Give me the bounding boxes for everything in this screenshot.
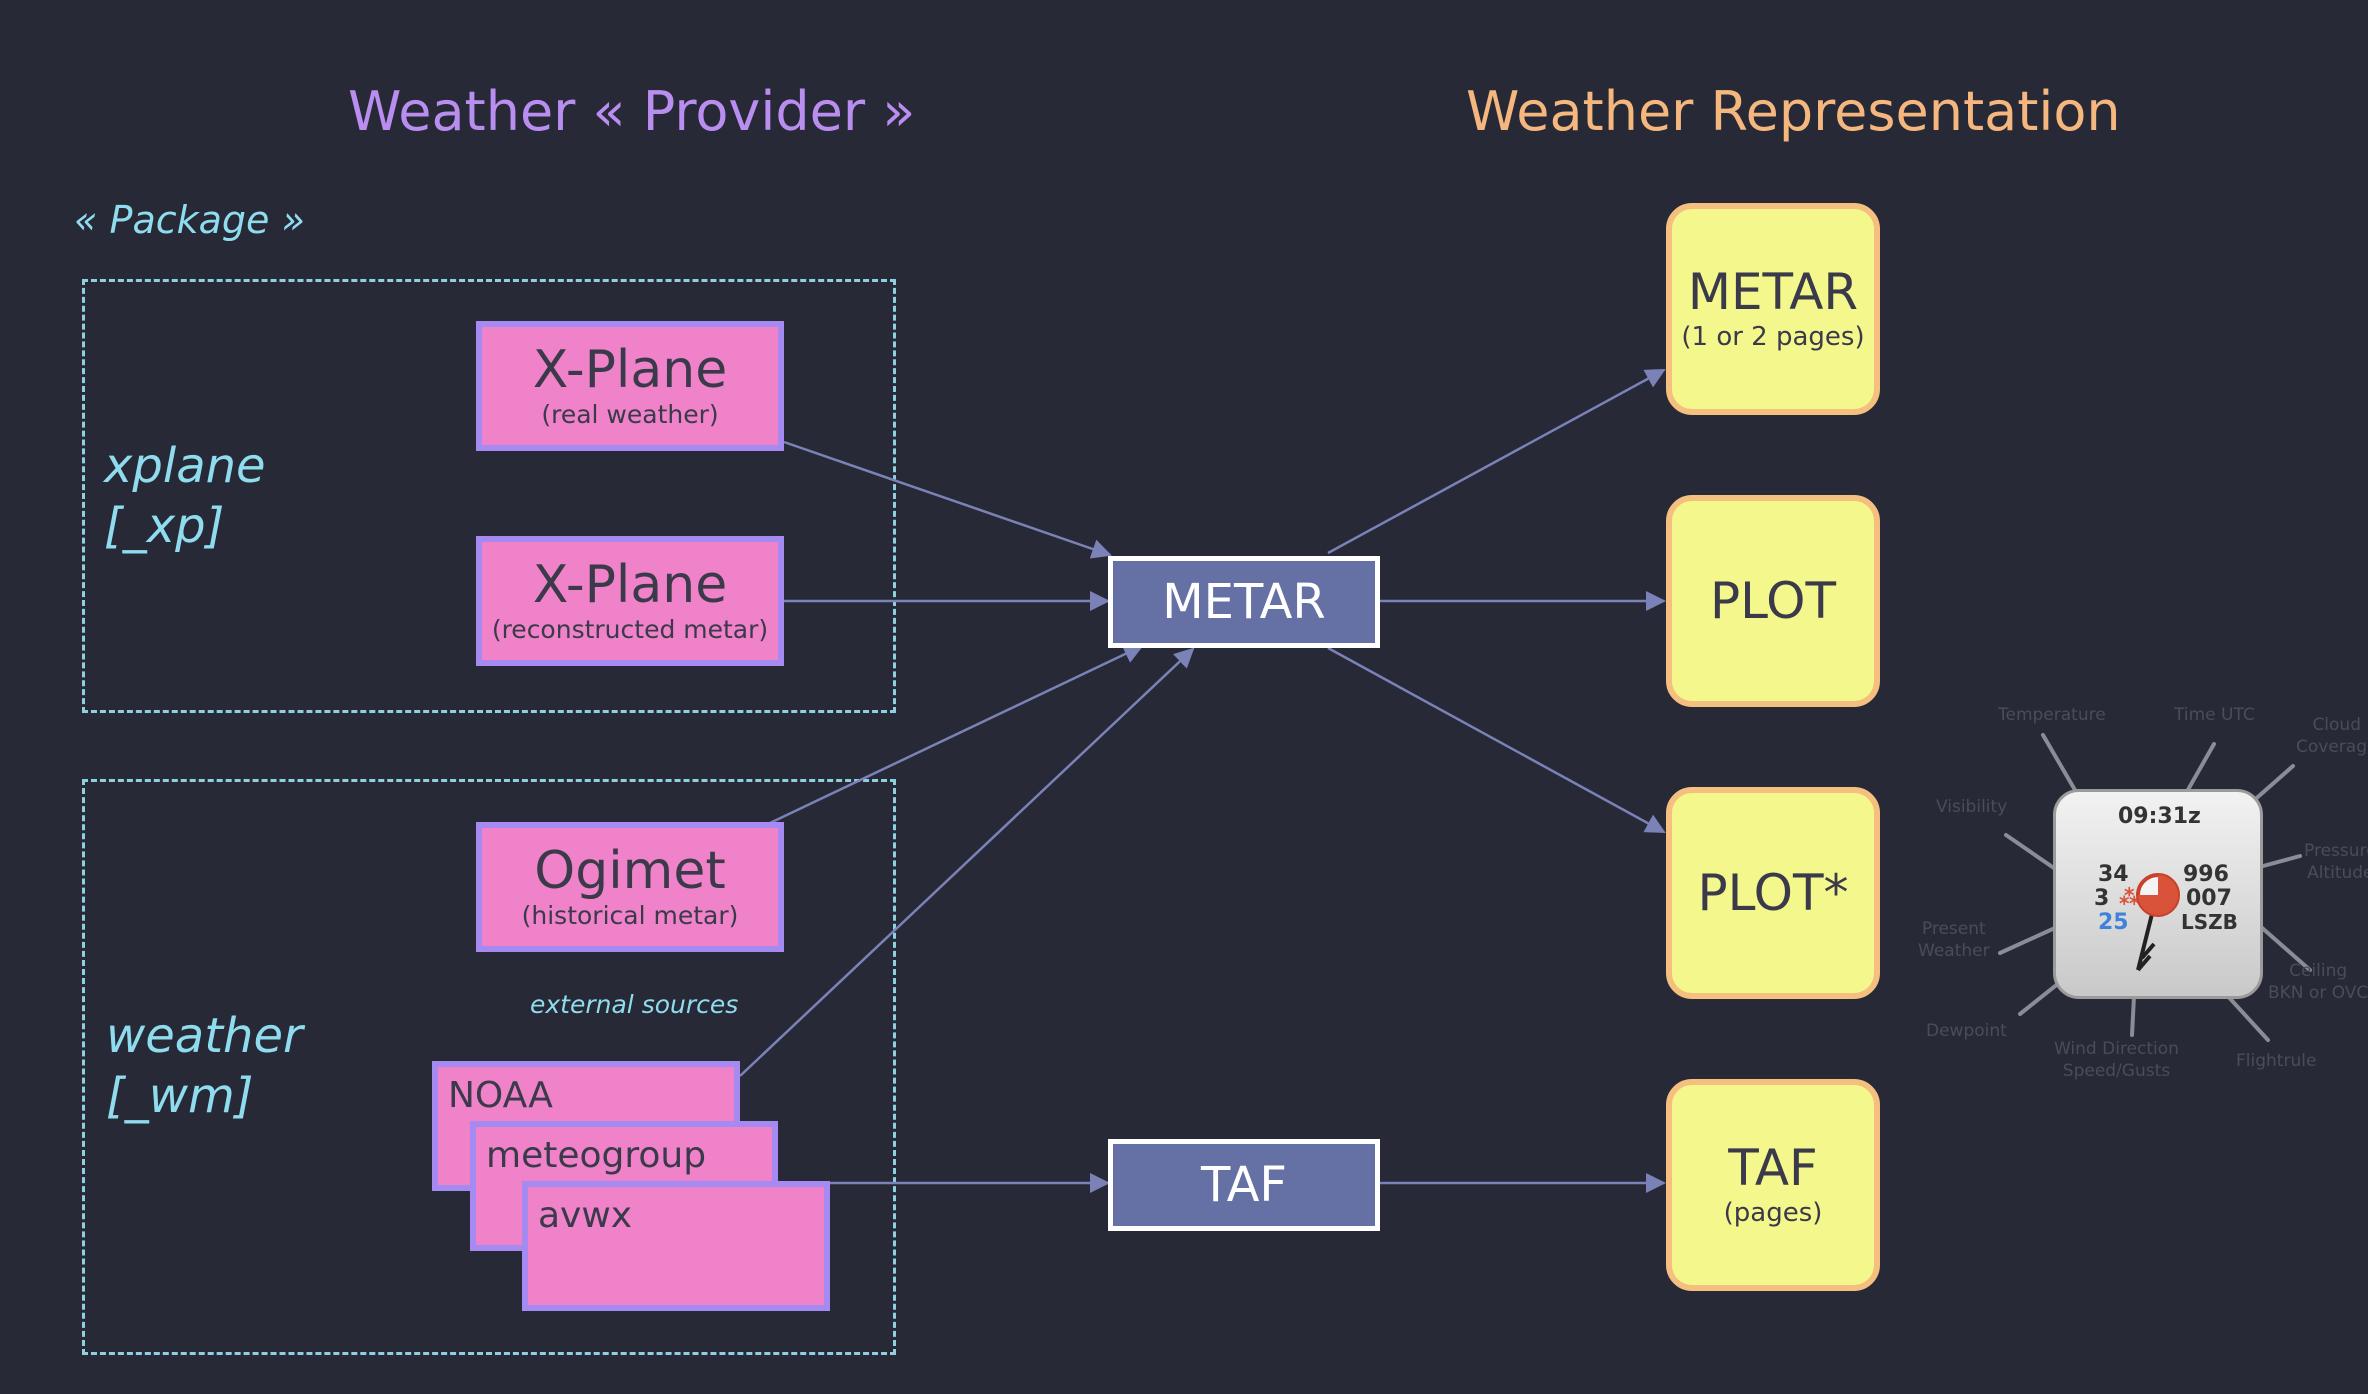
callout-ceiling-line1: Ceiling xyxy=(2289,961,2348,981)
callout-pressure: Pressure Altitude xyxy=(2304,840,2368,884)
callout-cloud-line1: Cloud xyxy=(2312,715,2361,735)
provider-ogimet-title: Ogimet xyxy=(534,841,726,901)
weather-package xyxy=(82,779,896,1355)
provider-xplane-real-subtitle: (real weather) xyxy=(541,400,719,429)
callout-pressure-line2: Altitude xyxy=(2307,863,2368,883)
core-metar: METAR xyxy=(1108,556,1380,648)
callout-wind-line1: Wind Direction xyxy=(2054,1039,2179,1059)
output-metar: METAR (1 or 2 pages) xyxy=(1666,203,1880,415)
callout-cloud-line2: Coverage xyxy=(2296,737,2368,757)
package-label: « Package » xyxy=(74,198,305,242)
xplane-package xyxy=(82,279,896,713)
xplane-group-alias: [_xp] xyxy=(104,498,225,554)
callout-line-time xyxy=(2183,742,2216,797)
callout-ceiling: Ceiling BKN or OVC xyxy=(2268,960,2368,1004)
output-metar-title: METAR xyxy=(1687,263,1859,321)
callout-pressure-line1: Pressure xyxy=(2304,841,2368,861)
callout-time: Time UTC xyxy=(2174,705,2255,725)
provider-xplane-reconstructed: X-Plane (reconstructed metar) xyxy=(476,536,784,666)
provider-ogimet: Ogimet (historical metar) xyxy=(476,822,784,952)
callout-wind: Wind Direction Speed/Gusts xyxy=(2054,1038,2179,1082)
station-visibility: 3 xyxy=(2094,886,2110,911)
callout-visibility: Visibility xyxy=(1936,797,2008,817)
output-taf-subtitle: (pages) xyxy=(1723,1198,1823,1228)
callout-present-weather: Present Weather xyxy=(1918,918,1990,962)
output-taf-title: TAF xyxy=(1728,1139,1818,1197)
core-taf: TAF xyxy=(1108,1139,1380,1231)
callout-temperature: Temperature xyxy=(1998,705,2106,725)
callout-present-weather-line2: Weather xyxy=(1918,941,1990,961)
representation-heading: Weather Representation xyxy=(1466,80,2121,143)
weather-group-alias: [_wm] xyxy=(106,1068,254,1124)
station-time: 09:31z xyxy=(2118,804,2201,829)
link-xp-real-to-metar xyxy=(783,440,1112,559)
provider-xplane-real: X-Plane (real weather) xyxy=(476,321,784,451)
present-weather-icon: ⁂ xyxy=(2119,885,2140,909)
external-sources-label: external sources xyxy=(530,990,739,1019)
weather-group-label: weather [_wm] xyxy=(106,1006,303,1126)
callout-dewpoint: Dewpoint xyxy=(1926,1021,2007,1041)
weather-group-name: weather xyxy=(106,1008,303,1064)
station-tendency: 007 xyxy=(2186,886,2232,911)
output-metar-subtitle: (1 or 2 pages) xyxy=(1681,322,1865,352)
callout-present-weather-line1: Present xyxy=(1921,919,1986,939)
callout-ceiling-line2: BKN or OVC xyxy=(2268,983,2368,1003)
callout-flight-rule: Flightrule xyxy=(2236,1051,2317,1071)
xplane-group-name: xplane xyxy=(104,438,266,494)
station-dewpoint: 25 xyxy=(2098,910,2129,935)
xplane-group-label: xplane [_xp] xyxy=(104,436,266,556)
link-noaa-to-metar xyxy=(739,647,1195,1077)
output-plot: PLOT xyxy=(1666,495,1880,707)
station-temperature: 34 xyxy=(2098,862,2129,887)
provider-xplane-reconstructed-subtitle: (reconstructed metar) xyxy=(491,615,769,644)
provider-xplane-reconstructed-title: X-Plane xyxy=(532,555,728,615)
link-ogimet-to-metar xyxy=(769,644,1144,825)
station-id: LSZB xyxy=(2181,910,2238,934)
callout-cloud: Cloud Coverage xyxy=(2296,714,2368,758)
cloud-cover-icon xyxy=(2136,873,2180,972)
callout-wind-line2: Speed/Gusts xyxy=(2062,1061,2171,1081)
output-taf: TAF (pages) xyxy=(1666,1079,1880,1291)
link-metar-to-plot-star xyxy=(1327,646,1666,834)
provider-heading: Weather « Provider » xyxy=(348,80,916,143)
source-avwx: avwx xyxy=(522,1181,830,1311)
provider-xplane-real-title: X-Plane xyxy=(532,340,728,400)
station-pressure: 996 xyxy=(2183,862,2229,887)
output-plot-star-title: PLOT* xyxy=(1697,864,1849,922)
provider-ogimet-subtitle: (historical metar) xyxy=(521,901,739,930)
output-plot-title: PLOT xyxy=(1709,572,1837,630)
station-model-plot: 09:31z 34 3 ⁂ 25 996 007 LSZB xyxy=(2053,789,2263,999)
output-plot-star: PLOT* xyxy=(1666,787,1880,999)
link-metar-to-metar-output xyxy=(1327,368,1666,555)
